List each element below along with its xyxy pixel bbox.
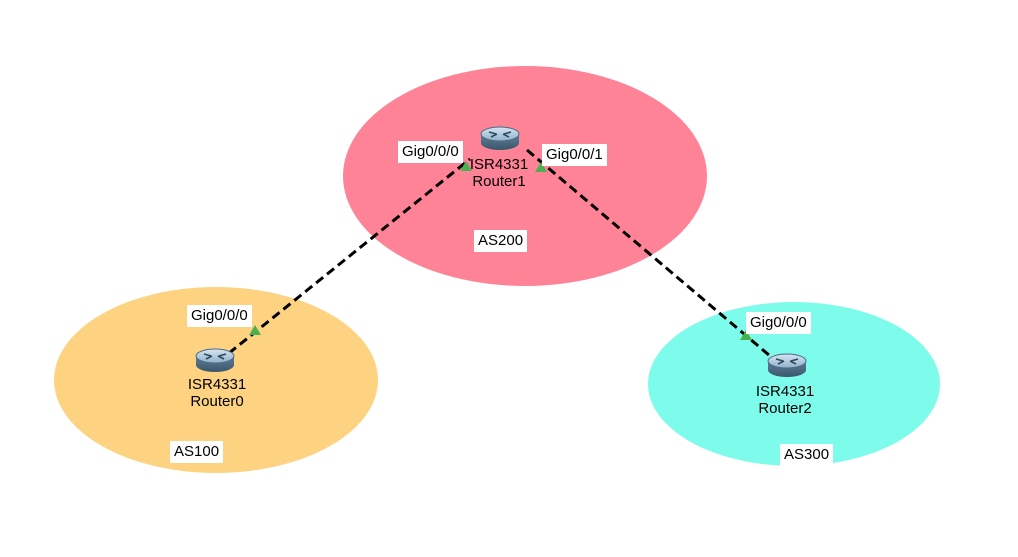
router2-label: ISR4331 Router2 xyxy=(735,383,835,417)
router-icon[interactable] xyxy=(767,353,807,377)
as100-area xyxy=(54,287,378,473)
router1-label: ISR4331 Router1 xyxy=(449,156,549,190)
as100-label: AS100 xyxy=(170,441,224,463)
router1-name: Router1 xyxy=(472,173,526,190)
as200-label: AS200 xyxy=(474,230,528,252)
router0-label: ISR4331 Router0 xyxy=(167,376,267,410)
port-label-router1-gig001: Gig0/0/1 xyxy=(542,144,607,166)
port-label-router1-gig000: Gig0/0/0 xyxy=(398,141,463,163)
as300-area xyxy=(648,302,940,466)
router-icon[interactable] xyxy=(480,126,520,150)
router0-name: Router0 xyxy=(190,393,244,410)
port-label-router0-gig000: Gig0/0/0 xyxy=(187,305,252,327)
router0-model: ISR4331 xyxy=(187,376,247,393)
router-icon[interactable] xyxy=(195,348,235,372)
router2-name: Router2 xyxy=(758,400,812,417)
port-indicator-router2-gig000 xyxy=(740,330,752,340)
link-router1-router2[interactable] xyxy=(526,148,777,363)
port-indicator-router0-gig000 xyxy=(249,325,261,335)
port-indicator-router1-gig001 xyxy=(535,162,547,172)
router1-model: ISR4331 xyxy=(469,156,529,173)
link-router0-router1[interactable] xyxy=(217,157,471,364)
as300-label: AS300 xyxy=(780,444,834,466)
port-indicator-router1-gig000 xyxy=(460,161,472,171)
port-label-router2-gig000: Gig0/0/0 xyxy=(746,312,811,334)
router2-model: ISR4331 xyxy=(755,383,815,400)
as200-area xyxy=(343,66,707,286)
